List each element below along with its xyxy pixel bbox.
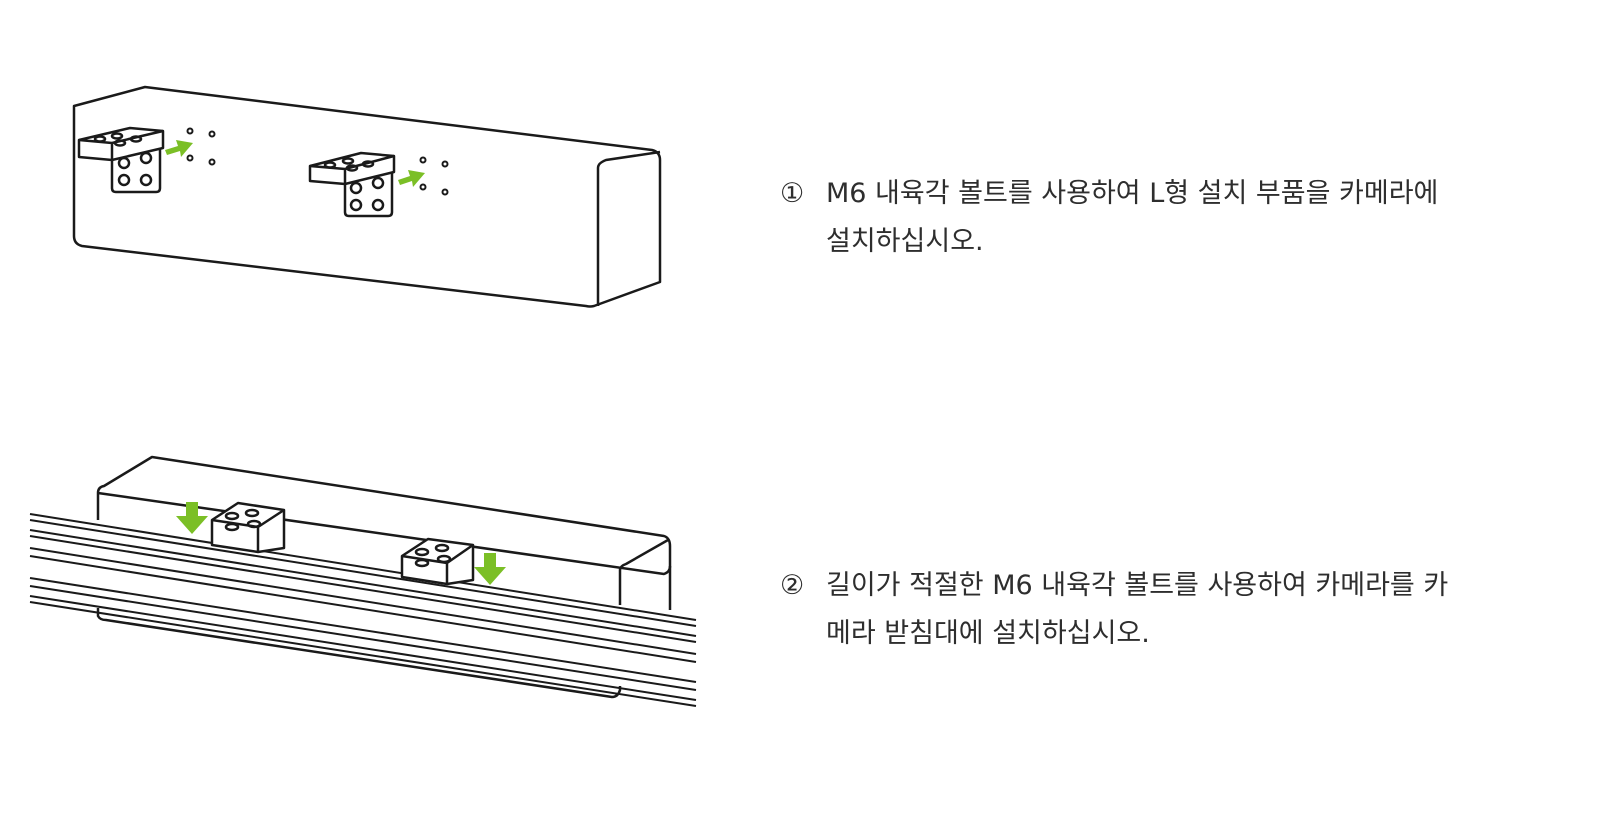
mounting-rail-icon bbox=[29, 513, 697, 707]
camera-body bbox=[96, 455, 672, 610]
step-text-line: 메라 받침대에 설치하십시오. bbox=[826, 618, 1150, 649]
green-arrow-icon bbox=[176, 502, 506, 585]
green-arrow-icon bbox=[165, 140, 425, 187]
step2-illustration bbox=[29, 455, 697, 707]
step-text-line: 설치하십시오. bbox=[826, 226, 984, 257]
step-instruction: M6 내육각 볼트를 사용하여 L형 설치 부품을 카메라에 설치하십시오. bbox=[826, 170, 1546, 266]
step-text-line: M6 내육각 볼트를 사용하여 L형 설치 부품을 카메라에 bbox=[826, 178, 1439, 209]
l-bracket-icon bbox=[308, 151, 396, 218]
l-bracket-icon bbox=[77, 126, 165, 194]
l-bracket-icon bbox=[210, 501, 286, 554]
step-text-line: 길이가 적절한 M6 내육각 볼트를 사용하여 카메라를 카 bbox=[826, 570, 1449, 601]
step-instruction: 길이가 적절한 M6 내육각 볼트를 사용하여 카메라를 카 메라 받침대에 설… bbox=[826, 562, 1546, 658]
l-bracket-icon bbox=[400, 537, 475, 586]
step-number: ① bbox=[780, 178, 805, 209]
step1-illustration bbox=[72, 85, 662, 308]
step-number: ② bbox=[780, 570, 805, 601]
camera-front-face bbox=[596, 150, 661, 306]
